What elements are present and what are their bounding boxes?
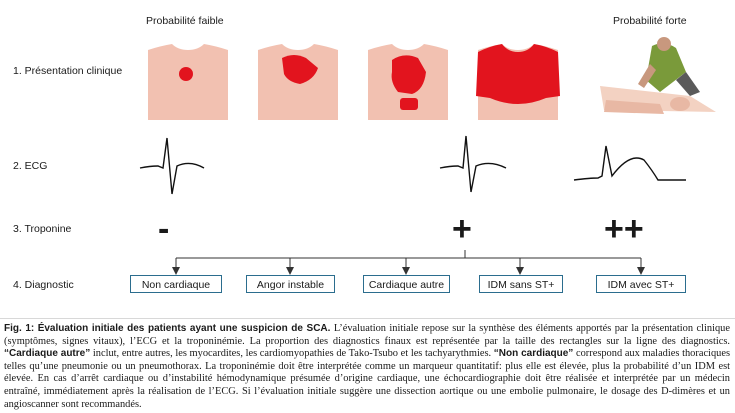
ecg-trace-high bbox=[574, 146, 686, 180]
troponin-strong-positive-sign: ++ bbox=[604, 212, 644, 246]
row-label-clinical: 1. Présentation clinique bbox=[13, 65, 122, 77]
caption-figure-label: Fig. 1: bbox=[4, 323, 34, 334]
torso-1-icon bbox=[148, 44, 228, 120]
probability-low-label: Probabilité faible bbox=[146, 15, 224, 27]
caption-term-non-cardiac: “Non cardiaque” bbox=[494, 348, 574, 359]
diagnostic-connector bbox=[176, 250, 641, 271]
row-label-ecg: 2. ECG bbox=[13, 160, 47, 172]
diagnostic-other-cardiac: Cardiaque autre bbox=[363, 275, 450, 293]
figure-caption: Fig. 1: Évaluation initiale des patients… bbox=[4, 323, 730, 411]
ecg-trace-low bbox=[140, 138, 204, 194]
troponin-negative-sign: - bbox=[158, 212, 169, 246]
caption-divider bbox=[0, 318, 735, 319]
caption-term-other-cardiac: “Cardiaque autre” bbox=[4, 348, 90, 359]
diagnostic-nstemi: IDM sans ST+ bbox=[479, 275, 563, 293]
caption-text-2: inclut, entre autres, les myocardites, l… bbox=[90, 348, 494, 359]
diagram-graphics bbox=[0, 0, 735, 318]
diagnostic-unstable-angina: Angor instable bbox=[246, 275, 335, 293]
probability-high-label: Probabilité forte bbox=[613, 15, 687, 27]
ecg-trace-mid bbox=[440, 136, 506, 192]
torso-4-icon bbox=[476, 44, 560, 120]
diagnostic-non-cardiac: Non cardiaque bbox=[130, 275, 222, 293]
troponin-positive-sign: + bbox=[452, 212, 472, 246]
ecg-traces bbox=[140, 136, 686, 194]
caption-figure-title: Évaluation initiale des patients ayant u… bbox=[38, 323, 331, 334]
row-label-diagnosis: 4. Diagnostic bbox=[13, 279, 74, 291]
row-label-troponin: 3. Troponine bbox=[13, 223, 71, 235]
cpr-scene-icon bbox=[596, 37, 722, 124]
torso-3-icon bbox=[368, 44, 448, 120]
torso-2-icon bbox=[258, 44, 338, 120]
diagnostic-stemi: IDM avec ST+ bbox=[596, 275, 686, 293]
